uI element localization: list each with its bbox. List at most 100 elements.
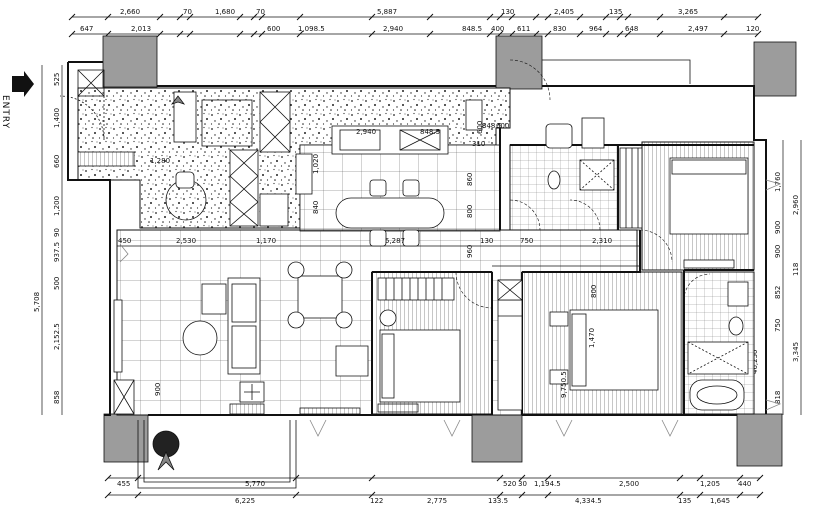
- dim-tick: [156, 13, 164, 21]
- dim-label: 70: [256, 8, 265, 16]
- interior-dim-label: 750: [520, 237, 533, 245]
- dim-label: 2,775: [427, 497, 447, 505]
- dim-label: 2,660: [120, 8, 140, 16]
- dim-tick: [602, 30, 610, 38]
- dim-label: 900: [774, 245, 782, 258]
- dim-tick: [624, 13, 632, 21]
- dim-tick: [756, 474, 764, 482]
- dim-tick: [736, 474, 744, 482]
- dim-tick: [544, 491, 552, 499]
- dim-tick: [736, 491, 744, 499]
- dim-label: 1,680: [215, 8, 235, 16]
- dim-label: 46,250: [751, 350, 759, 375]
- dim-label: 440: [738, 480, 751, 488]
- balcony-details: [113, 95, 361, 471]
- dimension-labels-top-inner: 647 2,013 600 1,098.5 2,940 848.5 400 61…: [80, 25, 759, 33]
- column: [495, 35, 543, 90]
- kitchen: [173, 91, 313, 227]
- dim-label: 30: [518, 480, 527, 488]
- fridge-unit: [229, 149, 259, 227]
- terrace: [137, 420, 297, 489]
- dim-tick: [696, 491, 704, 499]
- chair: [287, 311, 305, 329]
- dim-label: 2,500: [619, 480, 639, 488]
- dim-label: 122: [370, 497, 383, 505]
- kitchen-island: [331, 99, 483, 155]
- dim-tick: [258, 30, 266, 38]
- dim-tick: [656, 30, 664, 38]
- chair: [335, 311, 353, 329]
- dim-tick: [258, 13, 266, 21]
- column: [102, 35, 158, 88]
- interior-dim-label: 310: [472, 140, 485, 148]
- dining-chair: [402, 229, 420, 247]
- dim-tick: [134, 491, 142, 499]
- bedroom-3-furniture: [497, 279, 659, 411]
- dim-label: 830: [553, 25, 566, 33]
- dim-label: 6,225: [235, 497, 255, 505]
- bedroom-2-furniture: [377, 277, 461, 413]
- dim-tick: [368, 13, 376, 21]
- dim-tick: [676, 491, 684, 499]
- nightstand: [683, 259, 735, 269]
- interior-dim-label: 1,280: [150, 157, 170, 165]
- dim-tick: [426, 30, 434, 38]
- dim-tick: [176, 13, 184, 21]
- dim-label: 135: [678, 497, 691, 505]
- dim-label: 648: [625, 25, 638, 33]
- dim-tick: [186, 13, 194, 21]
- chair: [287, 261, 305, 279]
- dim-label: 1,200: [53, 196, 61, 216]
- dimension-labels-left: 525 1,400 660 1,200 90 937.5 500 5,708 2…: [33, 73, 61, 404]
- dim-label: 1,645: [710, 497, 730, 505]
- dim-tick: [68, 13, 76, 21]
- dim-label: 1,098.5: [298, 25, 325, 33]
- interior-dim-label: 2,310: [592, 237, 612, 245]
- nightstand: [549, 369, 569, 385]
- interior-dim-label: 840: [312, 201, 320, 214]
- square-table: [297, 275, 343, 319]
- dim-tick: [616, 30, 624, 38]
- dim-label: 848.5: [462, 25, 482, 33]
- dim-tick: [104, 13, 112, 21]
- dining-chair: [369, 229, 387, 247]
- dim-tick: [576, 30, 584, 38]
- vanity: [727, 281, 749, 307]
- dim-tick: [544, 13, 552, 21]
- dim-label: 818: [774, 391, 782, 404]
- plant-icon: [157, 451, 175, 471]
- dim-tick: [616, 13, 624, 21]
- dim-tick: [544, 30, 552, 38]
- dimension-labels-right: 1,760 2,960 900 900 118 852 750 3,345 46…: [751, 172, 800, 404]
- bathroom-fixtures: [545, 117, 749, 411]
- dim-label: 1,400: [53, 108, 61, 128]
- dim-label: 525: [53, 73, 61, 86]
- dim-tick: [508, 13, 516, 21]
- kitchen-counter: [173, 91, 197, 143]
- dim-label: 130: [501, 8, 514, 16]
- dim-label: 647: [80, 25, 93, 33]
- dim-tick: [368, 491, 376, 499]
- dim-tick: [236, 30, 244, 38]
- interior-dim-label: 450: [118, 237, 131, 245]
- living-furniture: [113, 261, 369, 403]
- dim-label: 3,345: [792, 342, 800, 362]
- entry-table: [165, 171, 207, 221]
- interior-dim-label: 9,750.5: [560, 371, 568, 398]
- dim-tick: [496, 491, 504, 499]
- kitchen-cabinet: [201, 99, 253, 147]
- interior-dim-label: 5,287: [385, 237, 405, 245]
- interior-dim-label: 900: [154, 383, 162, 396]
- mirror-cabinet: [581, 117, 605, 149]
- dim-label: 2,497: [688, 25, 708, 33]
- entry-cabinet: [77, 69, 105, 97]
- dim-label: 3,265: [678, 8, 698, 16]
- dim-label: 2,405: [554, 8, 574, 16]
- nightstand: [549, 311, 569, 327]
- dining-table: [335, 197, 445, 229]
- dim-tick: [426, 13, 434, 21]
- entrance-fixtures: [59, 69, 135, 167]
- interior-dim-label: 848.5: [482, 122, 502, 130]
- dim-tick: [496, 13, 504, 21]
- dim-tick: [296, 30, 304, 38]
